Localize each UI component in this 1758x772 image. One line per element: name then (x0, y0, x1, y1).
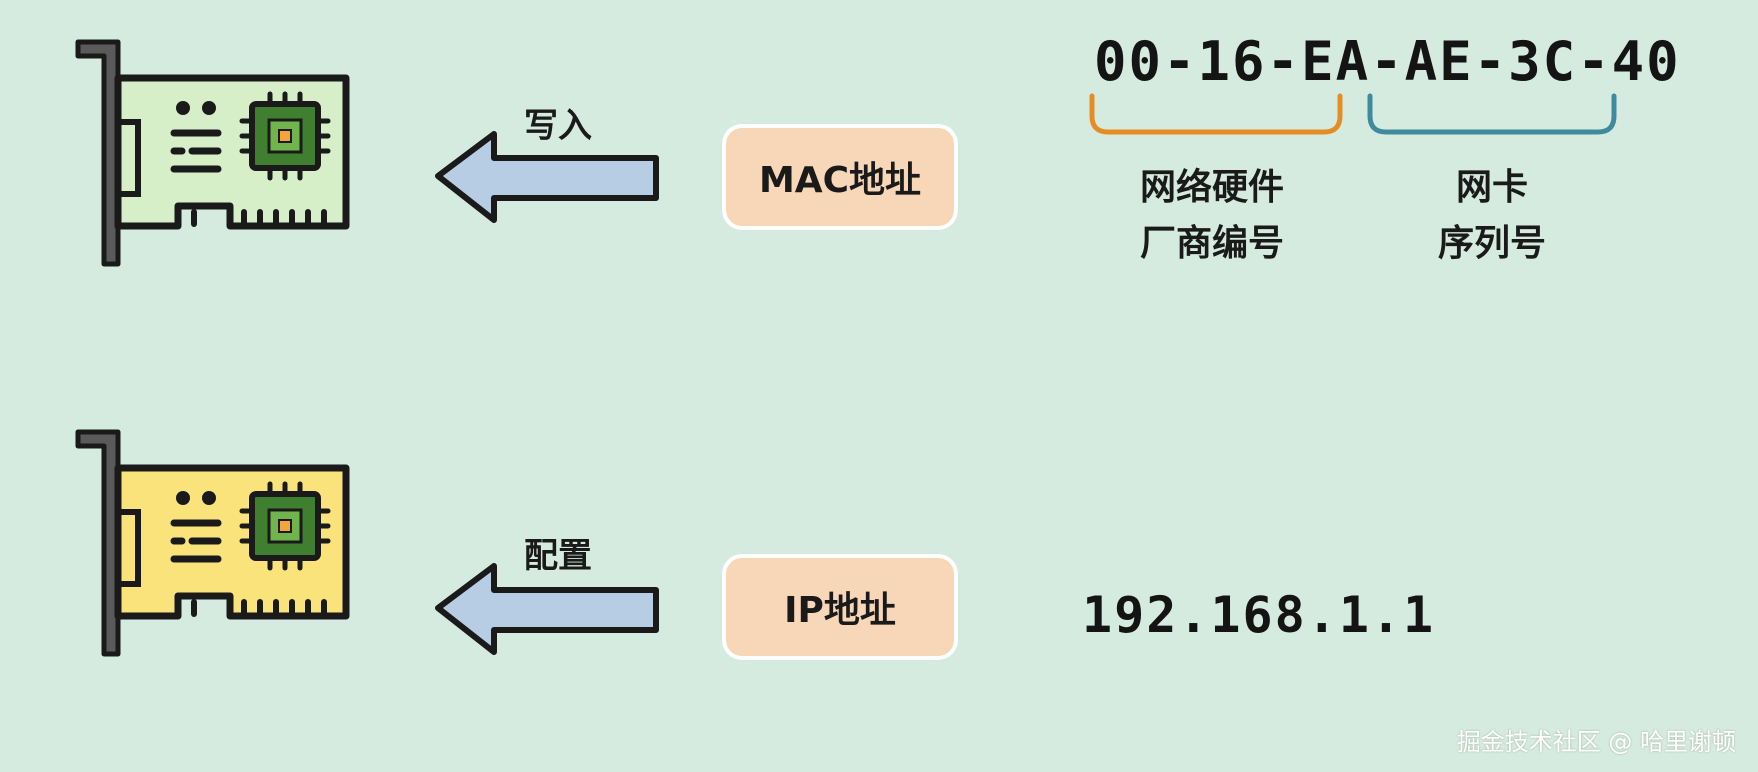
serial-caption: 网卡 序列号 (1362, 160, 1622, 272)
serial-caption-line2: 序列号 (1437, 223, 1546, 264)
mac-address-value: 00-16-EA-AE-3C-40 (1094, 30, 1681, 93)
manufacturer-caption: 网络硬件 厂商编号 (1082, 160, 1342, 272)
network-card-icon-top (75, 39, 350, 267)
brace-serial-icon (1367, 93, 1617, 135)
arrow-label-write: 写入 (524, 106, 592, 146)
ip-address-pill: IP地址 (722, 554, 958, 660)
serial-caption-line1: 网卡 (1455, 167, 1528, 208)
brace-manufacturer-icon (1089, 93, 1343, 135)
network-card-icon-bottom (75, 429, 350, 657)
ip-address-value: 192.168.1.1 (1082, 586, 1436, 644)
manufacturer-caption-line1: 网络硬件 (1139, 167, 1284, 208)
manufacturer-caption-line2: 厂商编号 (1139, 223, 1284, 264)
arrow-label-configure: 配置 (524, 536, 592, 576)
mac-address-pill: MAC地址 (722, 124, 958, 230)
arrow-icon-top (435, 131, 659, 223)
watermark: 掘金技术社区 @ 哈里谢顿 (1456, 728, 1736, 756)
arrow-icon-bottom (435, 563, 659, 655)
